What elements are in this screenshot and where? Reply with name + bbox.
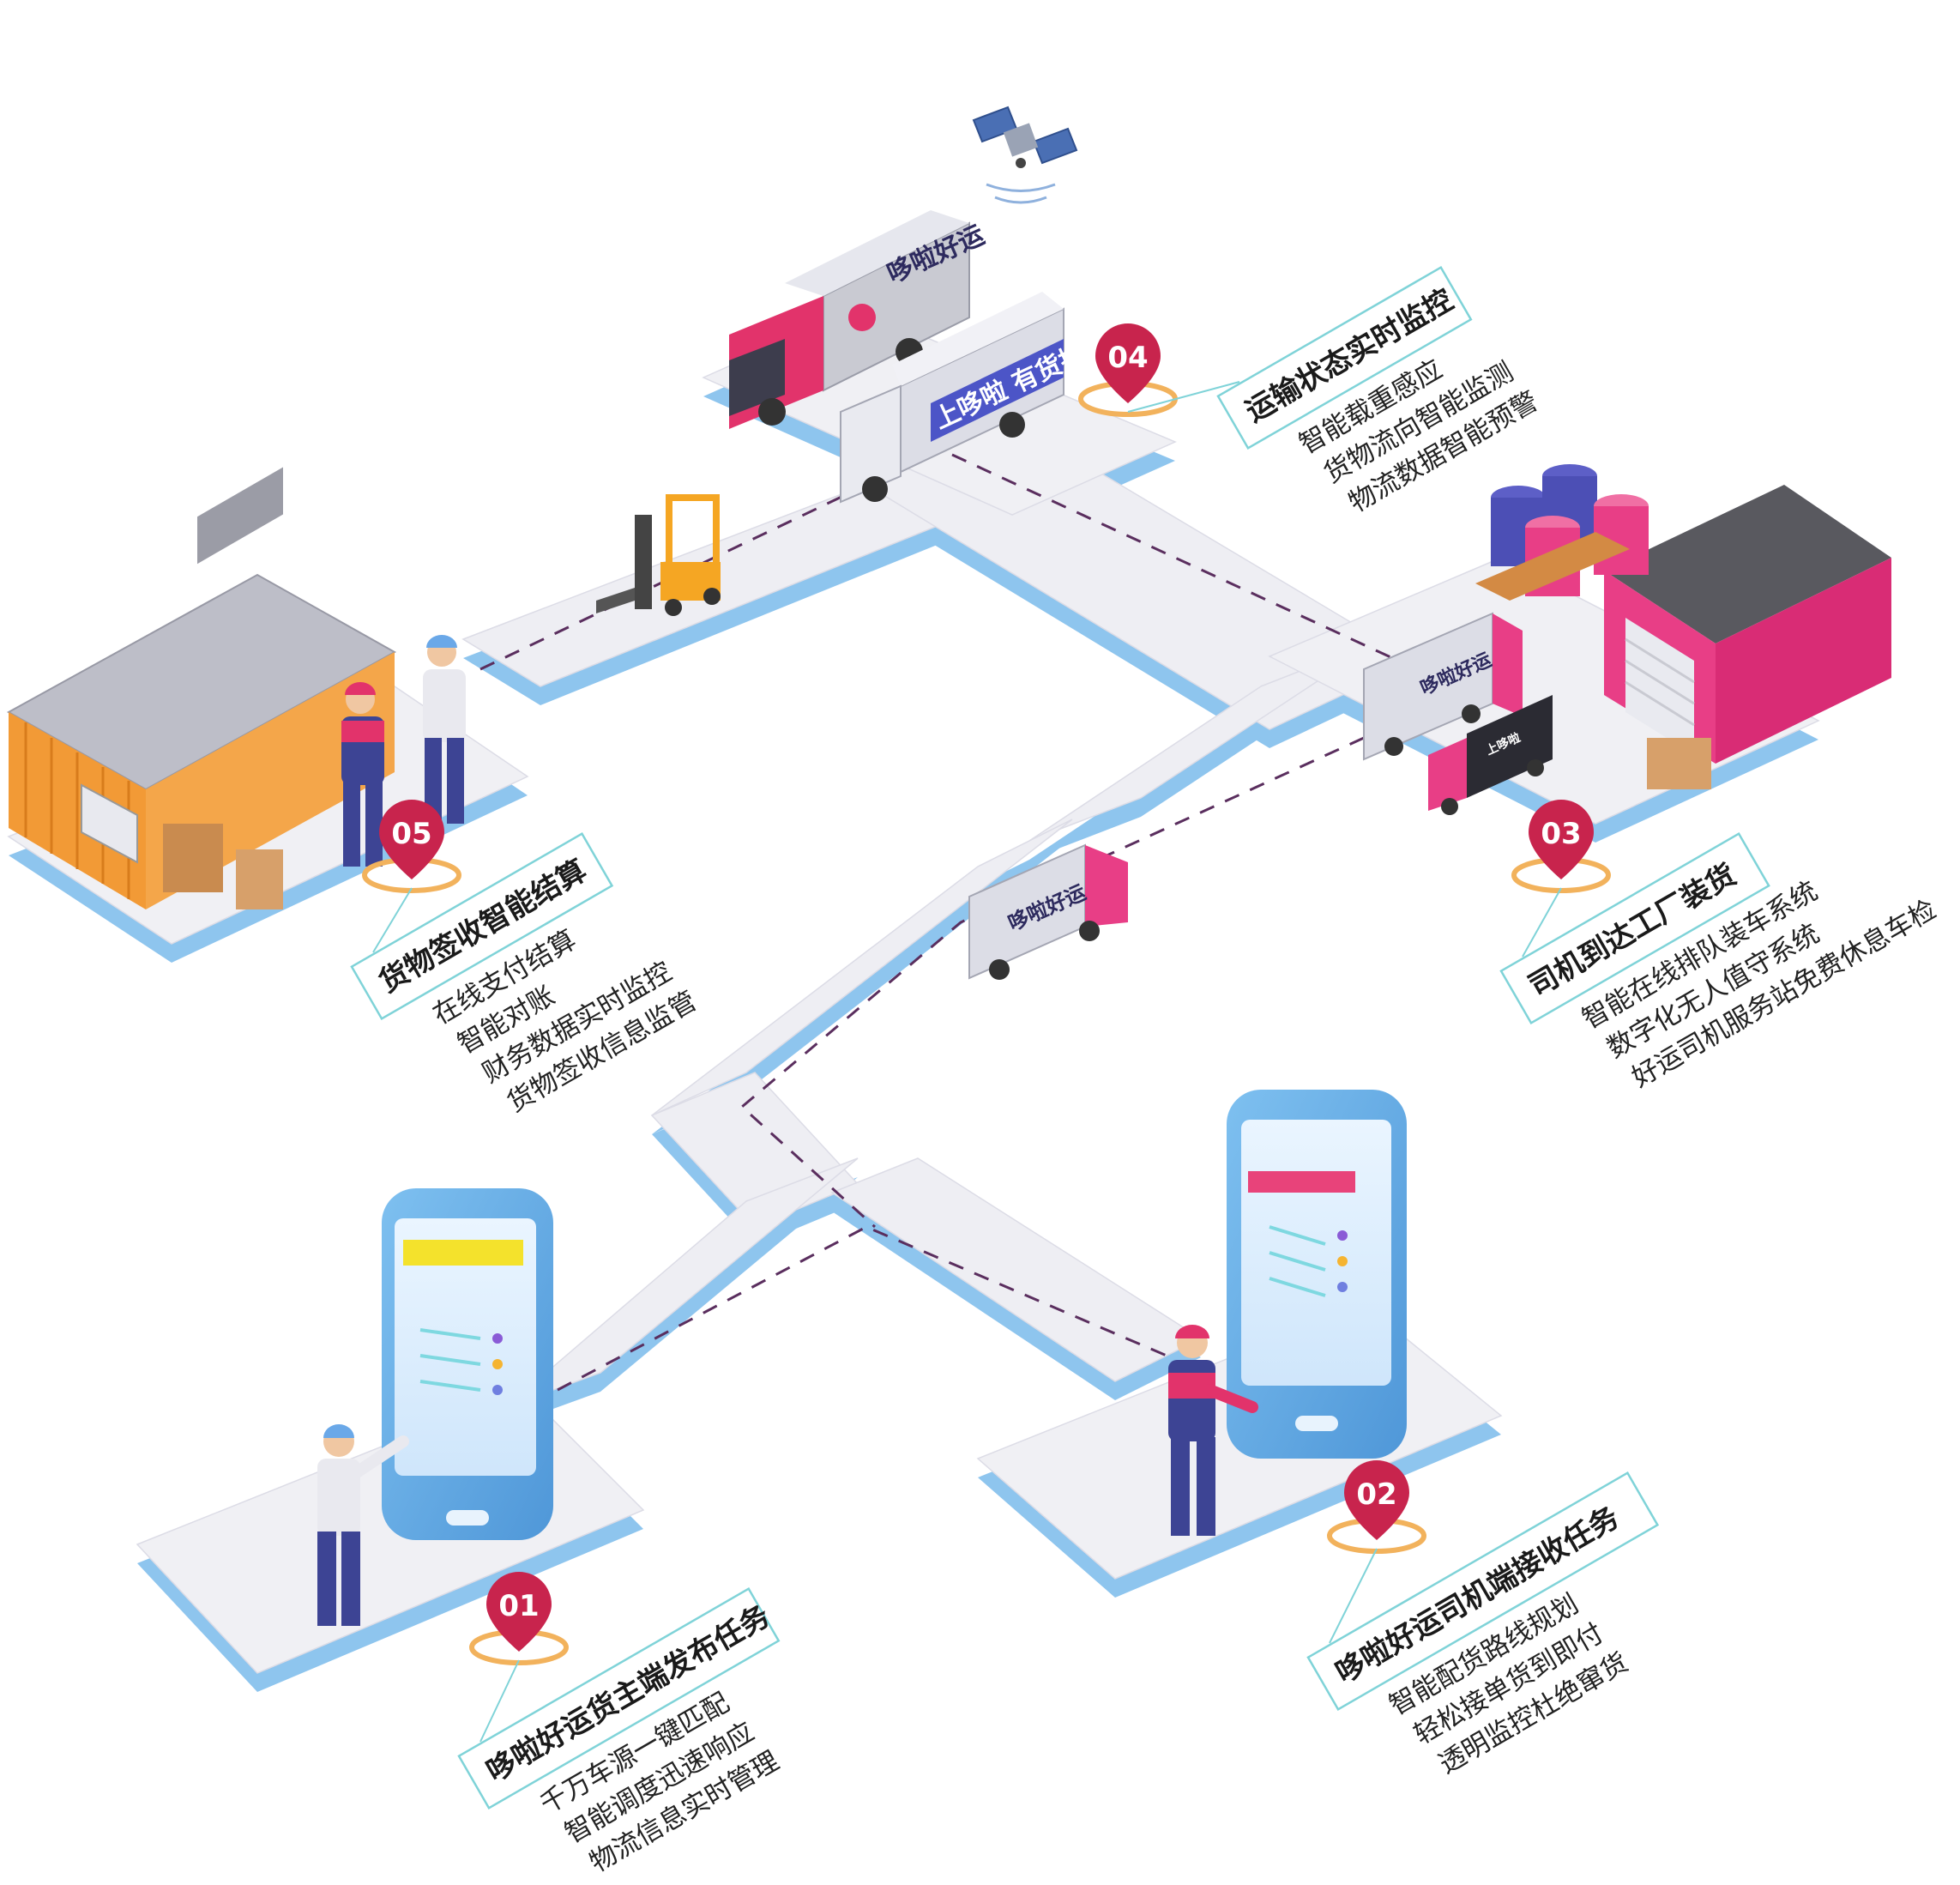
truck-black-small: 上哆啦 <box>1428 695 1553 815</box>
phone-shipper <box>382 1188 553 1540</box>
step-number: 05 <box>391 817 431 851</box>
step-number: 01 <box>498 1589 539 1623</box>
worker-shipper <box>317 1424 409 1626</box>
worker-warehouse-b <box>423 635 466 824</box>
step-markers: 01 02 03 04 05 <box>362 323 1611 1665</box>
warehouse-building <box>6 467 397 909</box>
step-marker-02: 02 <box>1327 1460 1426 1554</box>
connector-line <box>1127 381 1240 413</box>
barrels-icon <box>1475 464 1649 601</box>
truck-pink-top: 哆啦好运 <box>729 210 989 429</box>
phone-driver <box>1227 1090 1407 1459</box>
factory-building <box>1475 464 1891 789</box>
connector-line <box>1329 1548 1378 1644</box>
satellite-icon <box>972 106 1078 204</box>
forklift-icon <box>596 494 721 616</box>
worker-driver <box>1168 1325 1258 1536</box>
step-number: 03 <box>1541 817 1581 851</box>
step-marker-04: 04 <box>1078 323 1178 417</box>
worker-warehouse-a <box>341 682 384 867</box>
step-marker-05: 05 <box>362 800 461 893</box>
truck-loading: 哆啦好运 <box>1363 612 1523 761</box>
step-number: 02 <box>1356 1477 1396 1512</box>
connector-line <box>479 1659 520 1743</box>
step-marker-01: 01 <box>469 1572 569 1665</box>
step-marker-03: 03 <box>1511 800 1611 893</box>
connector-line <box>1522 887 1562 958</box>
shelves-boxes <box>163 824 283 909</box>
truck-middle: 哆啦好运 <box>968 843 1128 980</box>
brand-logo-icon <box>848 304 876 331</box>
pallet-boxes <box>1647 738 1711 789</box>
step-number: 04 <box>1107 341 1148 375</box>
road-network <box>7 308 1820 1692</box>
truck-blue-top: 上哆啦 有货拉 <box>840 292 1090 504</box>
connector-line <box>372 887 413 953</box>
